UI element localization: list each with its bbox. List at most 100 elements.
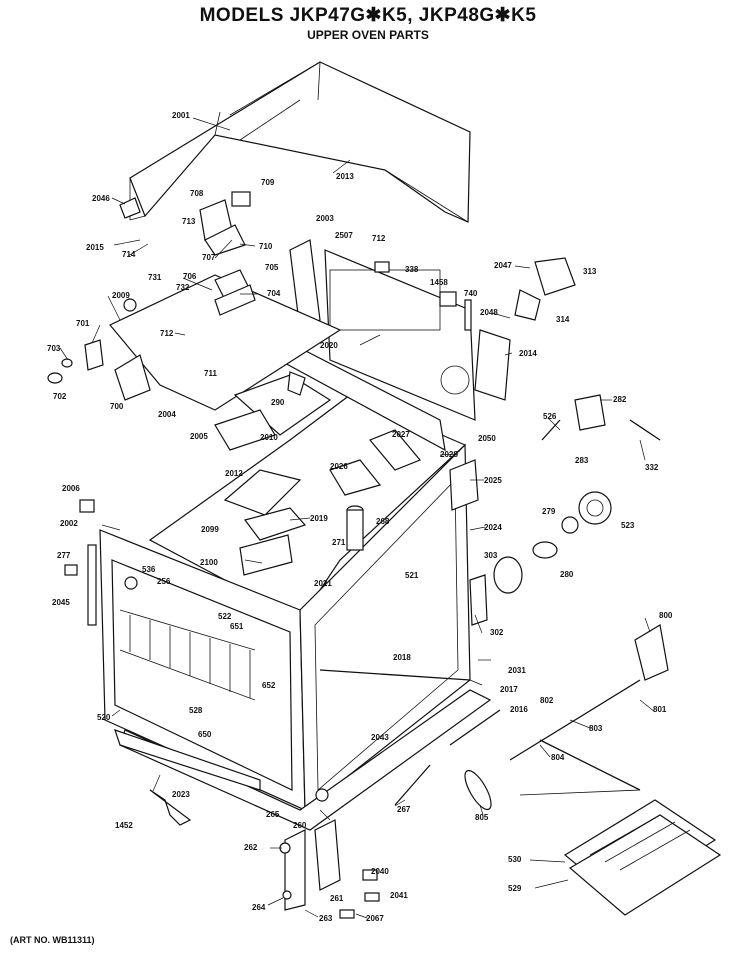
callout-282: 282 <box>613 395 627 404</box>
callout-705: 705 <box>265 263 279 272</box>
callout-277: 277 <box>57 551 71 560</box>
callout-740: 740 <box>464 289 478 298</box>
callout-2012: 2012 <box>225 469 243 478</box>
callout-528: 528 <box>189 706 203 715</box>
callout-2507: 2507 <box>335 231 353 240</box>
callout-523: 523 <box>621 521 635 530</box>
callout-2024: 2024 <box>484 523 502 532</box>
light-lens-523 <box>561 491 612 534</box>
element-2099 <box>243 507 307 541</box>
small-parts <box>47 191 661 919</box>
callout-2006: 2006 <box>62 484 80 493</box>
callout-2014: 2014 <box>519 349 537 358</box>
callout-711: 711 <box>204 369 217 378</box>
callout-2099: 2099 <box>201 525 219 534</box>
callout-529: 529 <box>508 884 522 893</box>
callout-2002: 2002 <box>60 519 78 528</box>
callout-712-left: 712 <box>160 329 174 338</box>
callout-526: 526 <box>543 412 557 421</box>
callout-2001: 2001 <box>172 111 190 120</box>
callout-732: 732 <box>176 283 190 292</box>
callout-2046: 2046 <box>92 194 110 203</box>
callout-803: 803 <box>589 724 603 733</box>
callout-651: 651 <box>230 622 244 631</box>
callout-283: 283 <box>575 456 589 465</box>
callout-338: 338 <box>405 265 419 274</box>
callout-279: 279 <box>542 507 556 516</box>
diagram-title: MODELS JKP47G✱K5, JKP48G✱K5 <box>199 5 537 26</box>
callout-700: 700 <box>110 402 124 411</box>
bulb-303 <box>493 541 558 594</box>
callout-652: 652 <box>262 681 276 690</box>
callout-702: 702 <box>53 392 67 401</box>
callout-2100: 2100 <box>200 558 218 567</box>
callout-703: 703 <box>47 344 61 353</box>
callout-290: 290 <box>271 398 285 407</box>
heater-2012 <box>223 469 302 516</box>
bracket-2003 <box>289 239 321 331</box>
callout-262: 262 <box>244 843 258 852</box>
diagram-subtitle: UPPER OVEN PARTS <box>307 28 429 42</box>
callout-2016: 2016 <box>510 705 528 714</box>
callout-2010: 2010 <box>260 433 278 442</box>
callout-260: 260 <box>293 821 307 830</box>
vent-2010 <box>214 374 332 451</box>
callout-256: 256 <box>157 577 171 586</box>
light-socket-268 <box>346 505 364 551</box>
callout-2017: 2017 <box>500 685 518 694</box>
callout-650: 650 <box>198 730 212 739</box>
callout-701: 701 <box>76 319 90 328</box>
callout-2019: 2019 <box>310 514 328 523</box>
broiler-pan-529 <box>563 799 722 916</box>
cover-2100 <box>239 534 293 576</box>
rotisserie-motor-800 <box>634 624 669 681</box>
callout-1458: 1458 <box>430 278 448 287</box>
callout-802: 802 <box>540 696 554 705</box>
callout-707: 707 <box>202 253 216 262</box>
callout-2048: 2048 <box>480 308 498 317</box>
callout-712-top: 712 <box>372 234 386 243</box>
callout-267: 267 <box>397 805 411 814</box>
callout-2050: 2050 <box>478 434 496 443</box>
callout-2009: 2009 <box>112 291 130 300</box>
callout-302: 302 <box>490 628 504 637</box>
outer-wrapper-top <box>129 61 471 223</box>
callout-709: 709 <box>261 178 275 187</box>
callout-2028: 2028 <box>440 450 458 459</box>
callout-2018: 2018 <box>393 653 411 662</box>
oven-cabinet-body <box>99 394 492 831</box>
callout-2043: 2043 <box>371 733 389 742</box>
callout-280: 280 <box>560 570 574 579</box>
callout-2031: 2031 <box>508 666 526 675</box>
callout-313: 313 <box>583 267 597 276</box>
callout-801: 801 <box>653 705 667 714</box>
callout-2003: 2003 <box>316 214 334 223</box>
callout-263: 263 <box>319 914 333 923</box>
callout-2045: 2045 <box>52 598 70 607</box>
callout-2013: 2013 <box>336 172 354 181</box>
callout-710: 710 <box>259 242 273 251</box>
callout-522: 522 <box>218 612 232 621</box>
callout-805: 805 <box>475 813 489 822</box>
callout-2025: 2025 <box>484 476 502 485</box>
callout-2005: 2005 <box>190 432 208 441</box>
callout-2026: 2026 <box>330 462 348 471</box>
callout-2027: 2027 <box>392 430 410 439</box>
callout-2004: 2004 <box>158 410 176 419</box>
callout-2041: 2041 <box>390 891 408 900</box>
fan-assembly-313 <box>514 257 576 321</box>
callout-704: 704 <box>267 289 281 298</box>
callout-521: 521 <box>405 571 419 580</box>
callout-271: 271 <box>332 538 346 547</box>
callout-265: 265 <box>266 810 280 819</box>
callout-714: 714 <box>122 250 136 259</box>
callout-2067: 2067 <box>366 914 384 923</box>
callout-706: 706 <box>183 272 197 281</box>
callout-1452: 1452 <box>115 821 133 830</box>
callout-261: 261 <box>330 894 344 903</box>
art-number: (ART NO. WB11311) <box>10 935 95 945</box>
callout-2021: 2021 <box>314 579 332 588</box>
callout-713: 713 <box>182 217 196 226</box>
callout-800: 800 <box>659 611 673 620</box>
